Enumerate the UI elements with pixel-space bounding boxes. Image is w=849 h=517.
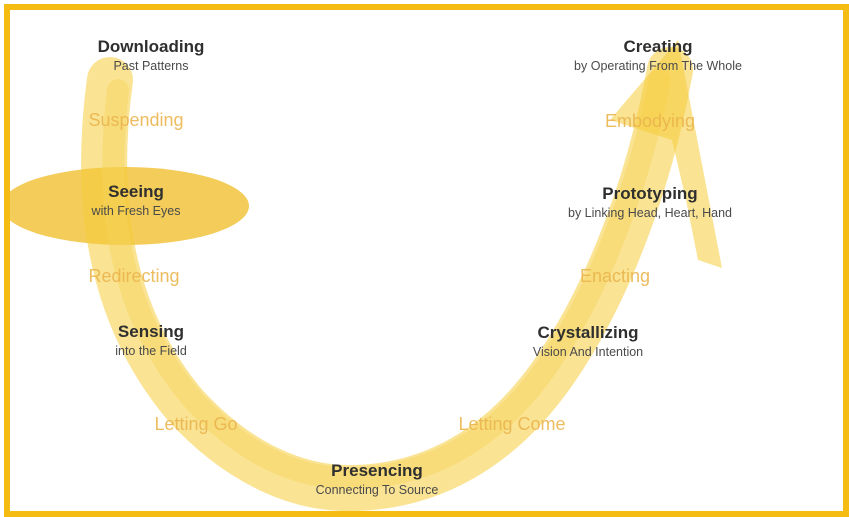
stage-subtitle: by Linking Head, Heart, Hand (568, 206, 732, 220)
stage-subtitle: by Operating From The Whole (574, 59, 742, 73)
stage-title: Downloading (97, 37, 205, 56)
transition-enacting: Enacting (579, 266, 651, 286)
stage-subtitle: Vision And Intention (532, 345, 644, 359)
stage-prototyping: Prototyping by Linking Head, Heart, Hand (568, 184, 732, 222)
u-curve-inner-stroke (102, 69, 671, 490)
transition-embodying: Embodying (604, 111, 696, 131)
stage-downloading: Downloading Past Patterns (98, 37, 205, 75)
transition-letting-go: Letting Go (154, 414, 238, 434)
stage-subtitle: Past Patterns (113, 59, 189, 73)
stage-title: Crystallizing (537, 323, 639, 342)
stage-sensing: Sensing into the Field (115, 322, 187, 360)
diagram-frame: Downloading Past Patterns Seeing with Fr… (4, 4, 849, 517)
seeing-highlight (10, 167, 249, 245)
u-curve-arrow (10, 40, 722, 511)
stage-seeing: Seeing with Fresh Eyes (92, 182, 181, 220)
stage-subtitle: into the Field (115, 344, 187, 358)
stage-title: Seeing (108, 182, 164, 201)
arrow-head (610, 40, 722, 268)
stage-title: Sensing (117, 322, 185, 341)
stage-subtitle: Connecting To Source (315, 483, 439, 497)
stage-presencing: Presencing Connecting To Source (316, 461, 439, 499)
stage-title: Prototyping (602, 184, 698, 203)
u-curve-stroke (81, 47, 693, 511)
stage-title: Creating (623, 37, 693, 56)
stage-title: Presencing (331, 461, 423, 480)
stage-creating: Creating by Operating From The Whole (574, 37, 742, 75)
stage-crystallizing: Crystallizing Vision And Intention (533, 323, 643, 361)
transition-suspending: Suspending (88, 110, 184, 130)
transition-letting-come: Letting Come (458, 414, 566, 434)
stage-subtitle: with Fresh Eyes (91, 204, 181, 218)
transition-redirecting: Redirecting (88, 266, 180, 286)
